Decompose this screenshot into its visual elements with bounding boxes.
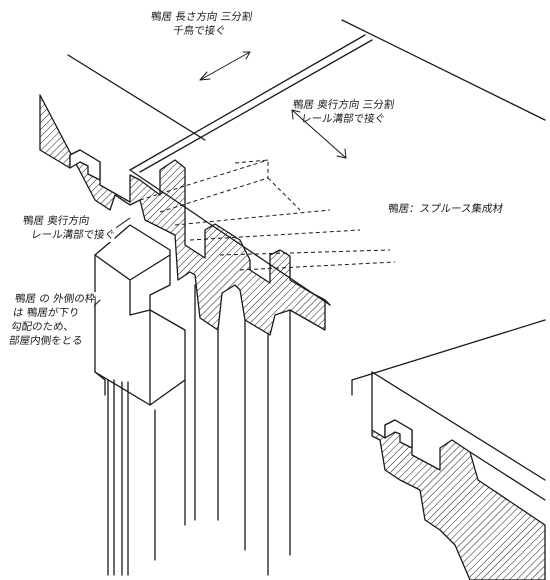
direction-arrows	[199, 51, 347, 159]
rail-groove-dashes	[139, 159, 396, 271]
annotation-rail-groove-joint: 鴨居 奥行方向 レール溝部で接ぐ	[20, 214, 118, 242]
annotation-line: レール溝部で接ぐ	[30, 229, 116, 241]
vertical-posts	[107, 284, 291, 576]
annotation-line: 部屋内側をとる	[8, 335, 84, 347]
ceiling-lines	[67, 19, 546, 173]
annotation-depth-split: 鴨居 奥行方向 三分割 レール溝部で接ぐ	[290, 98, 395, 126]
kamoi-section-right	[371, 371, 546, 580]
annotation-length-split: 鴨居 長さ方向 三分割 千鳥で接ぐ	[148, 10, 253, 38]
annotation-line: 鴨居 の 外側の枠	[14, 293, 96, 305]
annotation-material: 鴨居：スプルース集成材	[387, 202, 504, 216]
annotation-line: 鴨居 長さ方向 三分割	[150, 11, 254, 23]
kamoi-section-main	[39, 94, 326, 336]
annotation-line: は 鴨居が下り	[12, 307, 81, 319]
annotation-outer-frame: 鴨居 の 外側の枠 は 鴨居が下り 勾配のため、 部屋内側をとる	[8, 292, 97, 348]
frame-block	[94, 224, 186, 406]
annotation-line: 鴨居：スプルース集成材	[387, 203, 504, 215]
annotation-line: 勾配のため、	[10, 321, 75, 333]
annotation-line: レール溝部で接ぐ	[300, 113, 386, 125]
annotation-line: 鴨居 奥行方向	[22, 215, 91, 227]
annotation-line: 千鳥で接ぐ	[172, 25, 227, 37]
kamoi-top-face	[129, 169, 331, 306]
right-slab	[351, 319, 546, 396]
annotation-line: 鴨居 奥行方向 三分割	[292, 99, 396, 111]
